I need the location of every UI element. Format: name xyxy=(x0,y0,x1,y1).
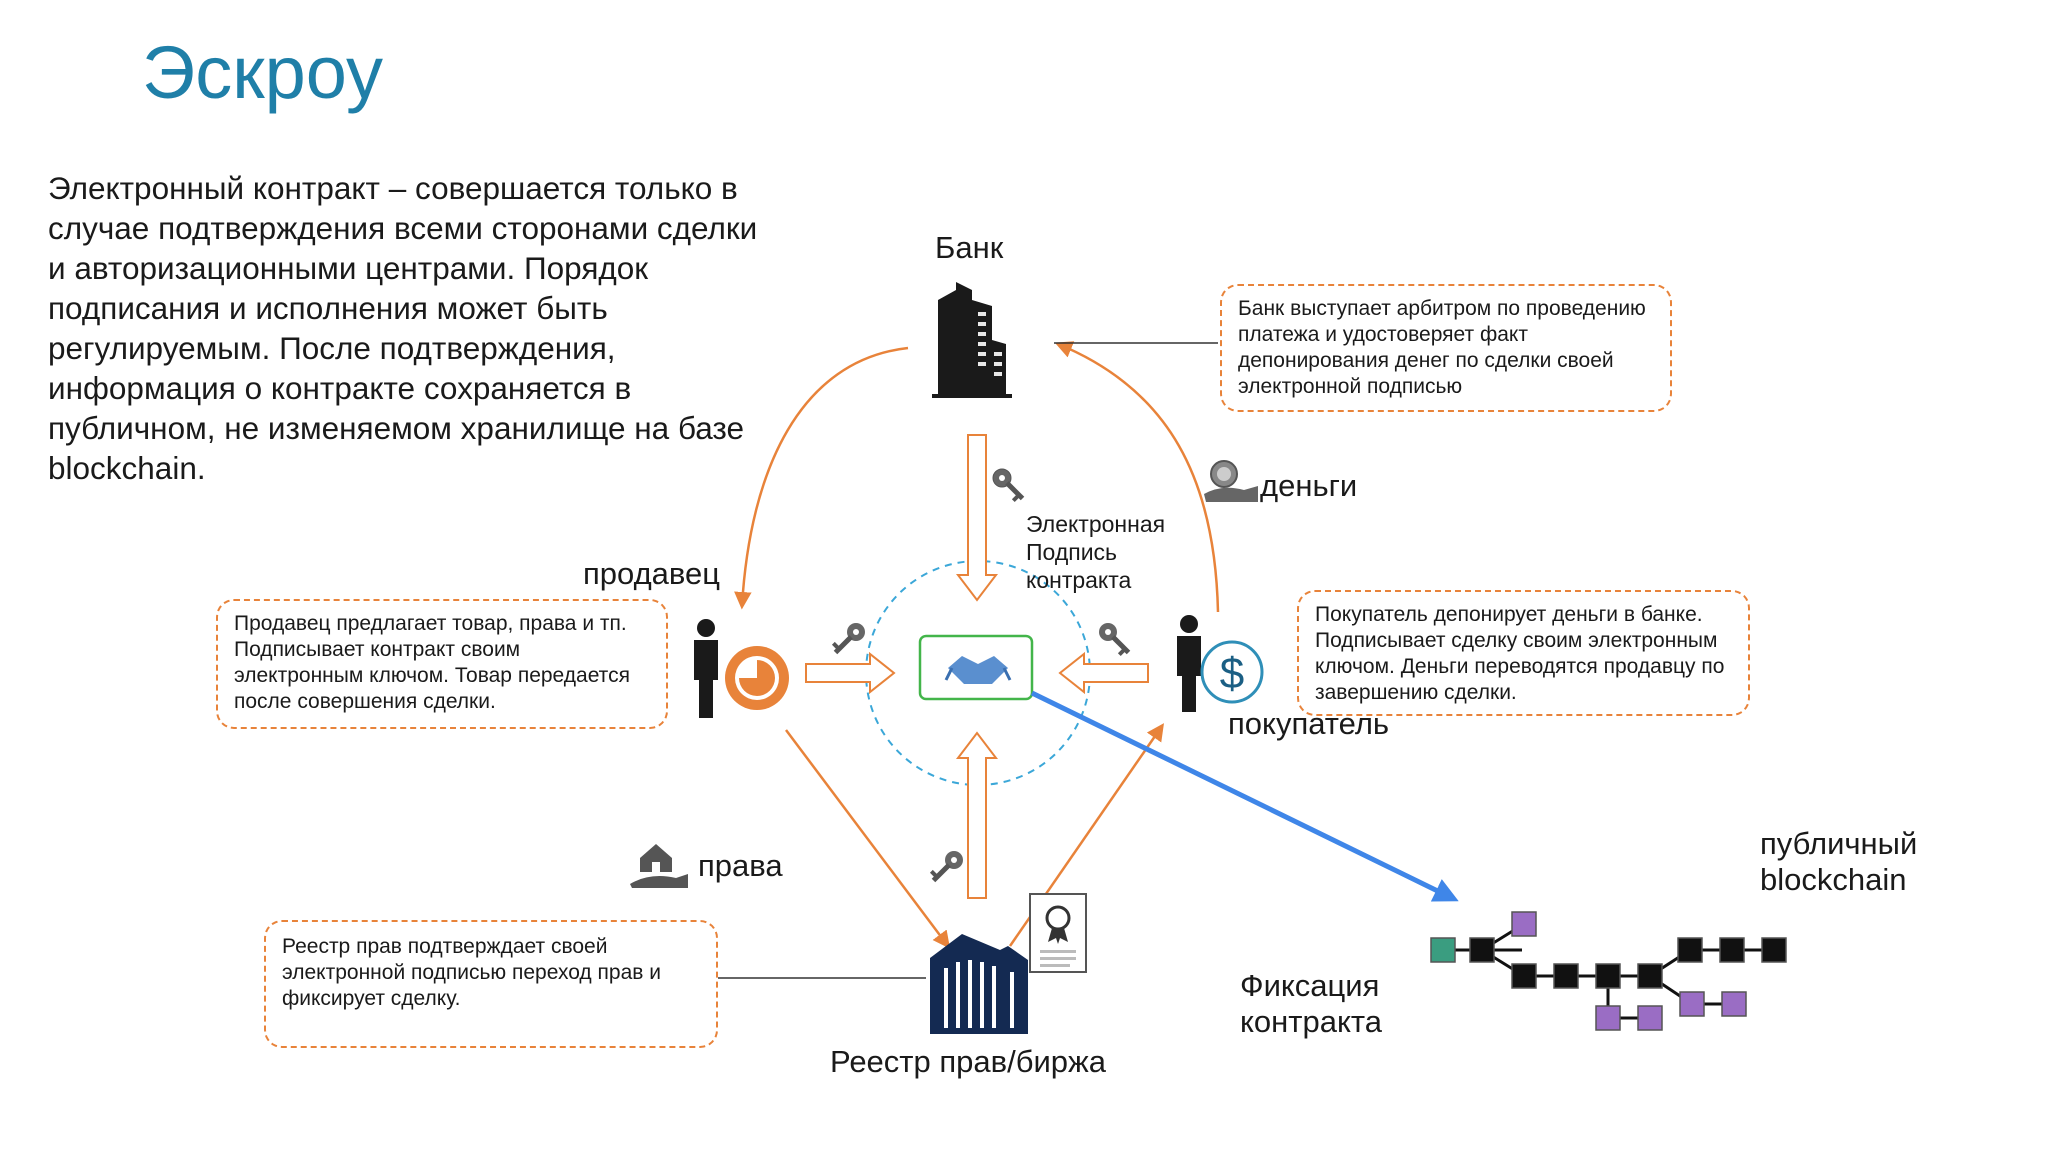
key-icon xyxy=(929,851,963,883)
blockchain-arrow xyxy=(1030,690,1459,902)
arrow-from-bank xyxy=(955,434,999,602)
pie-chart-icon xyxy=(725,646,789,710)
intro-text: Электронный контракт – совершается тольк… xyxy=(48,170,758,486)
house-hand-icon xyxy=(630,844,688,888)
seller-label: продавец xyxy=(583,556,721,591)
buyer-note: Покупатель депонирует деньги в банке. По… xyxy=(1297,590,1750,716)
coins-hand-icon xyxy=(1204,460,1258,502)
blockchain-label: публичный blockchain xyxy=(1760,826,1918,897)
dollar-icon: $ xyxy=(1200,640,1264,704)
registry-building-icon xyxy=(930,934,1028,1034)
seller-to-registry-arrow xyxy=(785,729,951,949)
person-icon xyxy=(1177,615,1201,712)
registry-label: Реестр прав/биржа xyxy=(830,1044,1106,1079)
page-title: Эскроу xyxy=(142,31,384,114)
key-icon xyxy=(992,468,1025,503)
registry-note: Реестр прав подтверждает своей электронн… xyxy=(264,920,718,1048)
signature-label: Электронная Подпись контракта xyxy=(1026,511,1166,593)
arrow-from-buyer xyxy=(1058,651,1149,695)
certificate-icon xyxy=(1029,893,1087,973)
rights-label: права xyxy=(698,848,783,883)
bank-building-icon xyxy=(932,282,1012,398)
bank-to-seller-arrow xyxy=(734,346,909,610)
signature-arrows xyxy=(805,434,1149,899)
person-icon xyxy=(694,619,718,718)
key-icon xyxy=(831,623,865,655)
svg-text:$: $ xyxy=(1220,649,1244,698)
arrow-from-seller xyxy=(805,651,896,695)
money-label: деньги xyxy=(1260,468,1358,503)
key-icon xyxy=(1099,623,1131,657)
handshake-icon xyxy=(918,634,1034,701)
blockchain-blocks xyxy=(1430,911,1787,1031)
buyer-to-bank-arrow xyxy=(1054,341,1220,613)
bank-label: Банк xyxy=(935,230,1004,265)
arrow-from-registry xyxy=(955,731,999,899)
seller-note: Продавец предлагает товар, права и тп. П… xyxy=(216,599,668,729)
fixation-label: Фиксация контракта xyxy=(1240,968,1382,1039)
bank-note: Банк выступает арбитром по проведению пл… xyxy=(1220,284,1672,412)
